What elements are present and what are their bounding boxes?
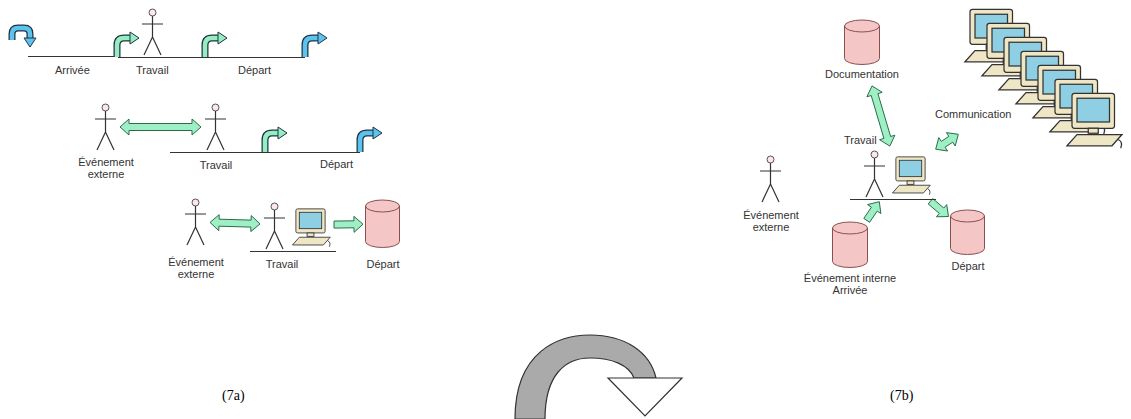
node-label: Travail bbox=[844, 134, 884, 146]
actor-figure-shape bbox=[183, 198, 208, 246]
actor-figure-shape bbox=[758, 155, 783, 203]
block-arrow bbox=[120, 119, 201, 135]
actor-figure-shape bbox=[203, 103, 228, 151]
node-label: Travail bbox=[191, 159, 241, 171]
step-arrow bbox=[117, 32, 139, 57]
node-label: Événement externe bbox=[739, 209, 803, 233]
block-arrow bbox=[928, 199, 948, 217]
actor-figure-shape bbox=[93, 103, 118, 151]
figure-caption: (7b) bbox=[890, 388, 913, 404]
label-text: Départ bbox=[320, 158, 353, 170]
step-arrow bbox=[265, 127, 287, 152]
node-label: Départ bbox=[941, 260, 995, 272]
label-text: Départ bbox=[238, 64, 271, 76]
actor-figure: Événement externe bbox=[93, 103, 118, 151]
actor-figure: Travail bbox=[203, 103, 228, 151]
storage-cylinder: Départ bbox=[950, 210, 985, 255]
label-text: Arrivée bbox=[55, 64, 90, 76]
node-label: Documentation bbox=[812, 68, 912, 80]
storage-cylinder-shape bbox=[365, 200, 400, 248]
node-label: Événement externe bbox=[164, 256, 228, 280]
departure-arrow bbox=[360, 127, 382, 152]
storage-cylinder-shape bbox=[832, 222, 868, 268]
block-arrow bbox=[210, 215, 260, 232]
label-text: Travail bbox=[136, 64, 169, 76]
flow-line bbox=[170, 152, 360, 153]
node-label: Communication bbox=[935, 108, 1025, 120]
arrival-arrow bbox=[12, 28, 36, 47]
computer-stack-shape bbox=[960, 8, 1125, 150]
storage-cylinder-shape bbox=[950, 210, 985, 255]
storage-cylinder: Documentation bbox=[812, 20, 912, 84]
step-arrow bbox=[205, 32, 227, 57]
flow-line bbox=[28, 57, 305, 58]
storage-cylinder: Départ bbox=[365, 200, 400, 248]
node-label: Travail bbox=[257, 258, 307, 270]
transition-arrow bbox=[515, 335, 682, 419]
actor-figure: Événement externe bbox=[183, 198, 208, 246]
node-label: Événement externe bbox=[74, 156, 138, 180]
departure-arrow bbox=[305, 32, 327, 57]
stick-figure bbox=[142, 9, 163, 55]
storage-cylinder-shape bbox=[844, 20, 880, 65]
block-arrow bbox=[334, 216, 363, 232]
node-label: Événement interne Arrivée bbox=[800, 272, 900, 296]
workstation: Travail bbox=[862, 148, 934, 200]
node-label: Départ bbox=[357, 258, 409, 270]
block-arrow bbox=[936, 133, 959, 151]
block-arrow bbox=[864, 202, 881, 223]
workstation-shape bbox=[862, 148, 934, 200]
figure-caption: (7a) bbox=[222, 388, 245, 404]
computer-stack: Communication bbox=[960, 8, 1125, 150]
workstation-shape bbox=[262, 200, 332, 250]
storage-cylinder: Événement interne Arrivée bbox=[832, 222, 868, 268]
actor-figure: Événement externe bbox=[758, 155, 783, 203]
workstation: Travail bbox=[262, 200, 332, 250]
